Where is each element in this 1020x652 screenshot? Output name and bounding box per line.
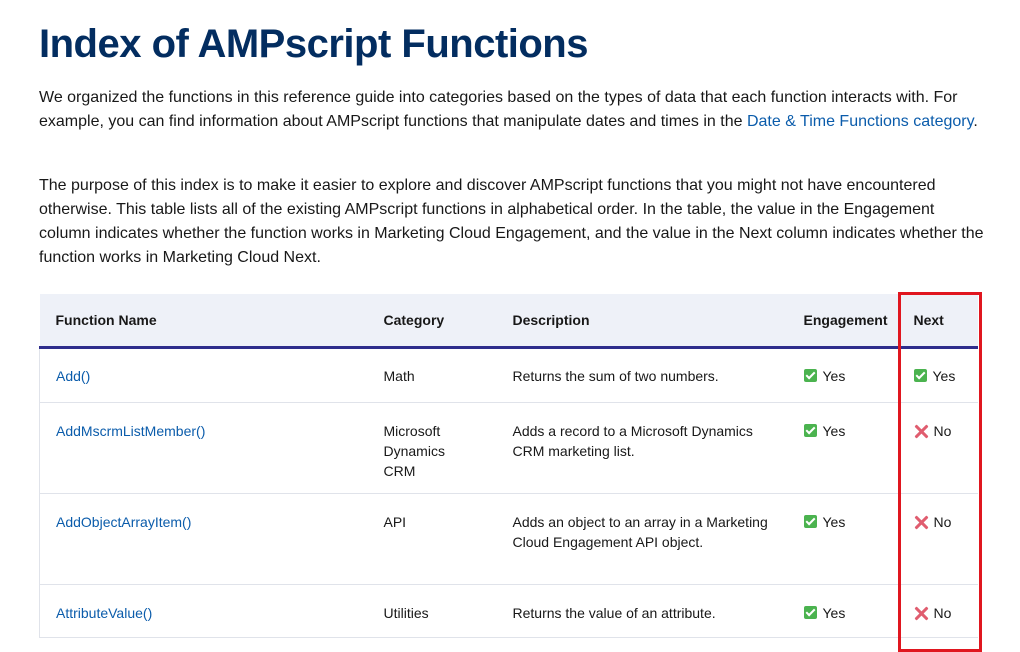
intro-paragraph: We organized the functions in this refer… bbox=[39, 86, 984, 134]
check-icon bbox=[913, 369, 927, 382]
next-value: Yes bbox=[932, 368, 956, 384]
category-cell: Microsoft Dynamics CRM bbox=[367, 402, 497, 494]
table-header-row: Function Name Category Description Engag… bbox=[39, 294, 978, 349]
next-value: No bbox=[933, 514, 952, 530]
next-cell: No bbox=[897, 493, 978, 585]
intro-text: We organized the functions in this refer… bbox=[39, 89, 958, 130]
category-cell: API bbox=[367, 493, 497, 585]
intro-text-end: . bbox=[973, 113, 978, 130]
column-header-description: Description bbox=[496, 294, 788, 349]
next-cell: No bbox=[897, 584, 978, 638]
function-link-addobjectarrayitem[interactable]: AddObjectArrayItem() bbox=[56, 514, 192, 530]
table-row: AttributeValue() Utilities Returns the v… bbox=[39, 584, 978, 638]
check-icon bbox=[803, 606, 817, 619]
category-cell: Math bbox=[367, 347, 497, 403]
engagement-cell: Yes bbox=[787, 584, 898, 638]
date-time-category-link[interactable]: Date & Time Functions category bbox=[746, 113, 974, 130]
table-row: AddObjectArrayItem() API Adds an object … bbox=[39, 493, 978, 585]
description-cell: Adds a record to a Microsoft Dynamics CR… bbox=[496, 402, 788, 494]
cross-icon bbox=[914, 424, 928, 438]
table-row: Add() Math Returns the sum of two number… bbox=[39, 347, 978, 403]
engagement-value: Yes bbox=[822, 514, 846, 530]
page-title: Index of AMPscript Functions bbox=[39, 22, 589, 66]
next-value: No bbox=[933, 605, 952, 621]
engagement-value: Yes bbox=[822, 423, 846, 439]
table-row: AddMscrmListMember() Microsoft Dynamics … bbox=[39, 402, 978, 494]
engagement-value: Yes bbox=[822, 605, 846, 621]
check-icon bbox=[803, 515, 817, 528]
check-icon bbox=[803, 424, 817, 437]
engagement-cell: Yes bbox=[787, 402, 898, 494]
next-value: No bbox=[933, 423, 952, 439]
next-cell: No bbox=[897, 402, 978, 494]
cross-icon bbox=[914, 606, 928, 620]
engagement-cell: Yes bbox=[787, 493, 898, 585]
engagement-value: Yes bbox=[822, 368, 846, 384]
column-header-next: Next bbox=[897, 294, 978, 349]
engagement-cell: Yes bbox=[787, 347, 898, 403]
cross-icon bbox=[914, 515, 928, 529]
functions-table: Function Name Category Description Engag… bbox=[39, 294, 978, 638]
description-cell: Returns the sum of two numbers. bbox=[496, 347, 788, 403]
column-header-function-name: Function Name bbox=[39, 294, 368, 349]
next-cell: Yes bbox=[897, 347, 978, 403]
check-icon bbox=[803, 369, 817, 382]
purpose-paragraph: The purpose of this index is to make it … bbox=[39, 177, 984, 266]
description-cell: Adds an object to an array in a Marketin… bbox=[496, 493, 788, 585]
column-header-category: Category bbox=[367, 294, 497, 349]
function-link-attributevalue[interactable]: AttributeValue() bbox=[56, 605, 153, 621]
function-link-addmscrmlistmember[interactable]: AddMscrmListMember() bbox=[56, 423, 206, 439]
description-cell: Returns the value of an attribute. bbox=[496, 584, 788, 638]
column-header-engagement: Engagement bbox=[787, 294, 898, 349]
function-link-add[interactable]: Add() bbox=[56, 368, 91, 384]
category-cell: Utilities bbox=[367, 584, 497, 638]
